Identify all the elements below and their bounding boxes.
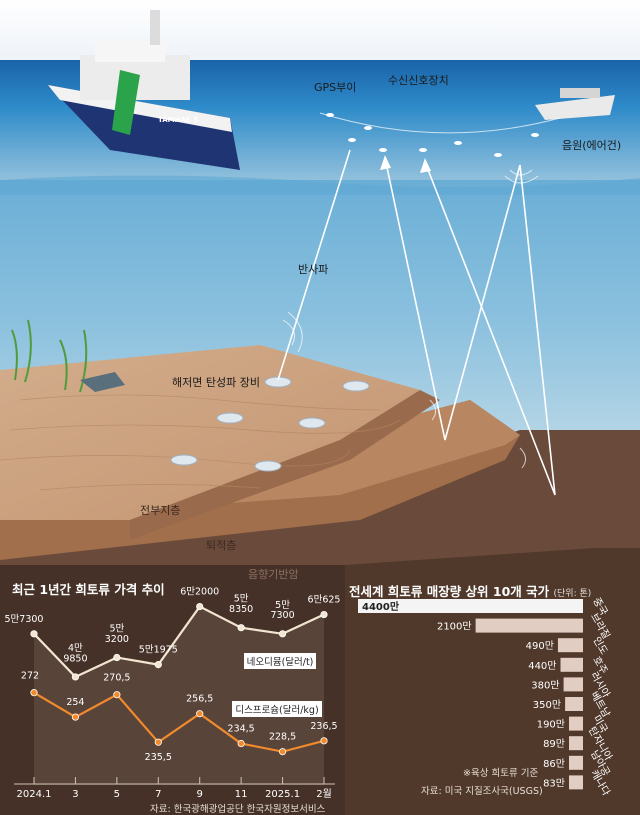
reserve-value-label: 380만 [531,679,559,691]
reserve-bar [560,657,583,672]
reserve-value-label: 86만 [543,758,565,770]
dysprosium-data-label: 234,5 [228,724,255,735]
towing-boat [535,88,615,120]
dysprosium-point [71,713,80,721]
reserve-value-label: 4400만 [362,600,400,613]
seafloor-devices [170,376,370,472]
reserves-chart-source: 자료: 미국 지질조사국(USGS) [421,786,543,797]
price-chart-title: 최근 1년간 희토류 가격 추이 [12,582,165,597]
neodymium-data-label: 6만2000 [180,587,219,598]
price-trend-chart: 최근 1년간 희토류 가격 추이 2024.1 3 5 7 9 11 2025.1 2월 5만7… [0,565,345,815]
gps-buoy-label: GPS부이 [314,81,357,94]
receiver-buoys [326,113,539,157]
dysprosium-point [237,739,245,748]
neodymium-data-label: 5만7300 [5,614,44,625]
survey-ship: TAMHAE 3 [48,10,240,170]
acoustic-basement-label: 음향기반암 [248,568,299,581]
neodymium-point [71,673,80,681]
dysprosium-point [30,689,38,697]
reserve-value-label: 190만 [537,719,565,731]
reserves-chart-unit: (단위: 톤) [553,589,592,599]
dysprosium-data-label: 256,5 [186,694,213,705]
reserves-chart-title: 전세계 희토류 매장량 상위 10개 국가 [349,584,550,599]
neodymium-data-label: 6만625 [308,595,341,606]
upper-layer-label: 전부지층 [140,504,181,517]
reserve-bar [569,775,583,790]
reserve-bar [563,677,583,692]
reserve-bar [565,697,583,711]
reserve-bar [358,599,583,613]
reserve-value-label: 440만 [528,660,556,672]
x-tick-label: 7 [155,789,161,800]
dysprosium-series-line [33,691,325,753]
reserve-bar [475,618,583,633]
ship-name: TAMHAE 3 [158,116,198,124]
x-tick-label: 3 [72,789,78,800]
price-area-fill [34,606,324,785]
neodymium-legend: 네오디뮴(달러/t) [244,653,316,669]
wave-rays [277,149,556,496]
neodymium-point [320,610,328,619]
reserve-bar [569,736,583,751]
x-tick-label: 9 [197,789,203,800]
reserve-value-label: 350만 [533,699,561,711]
reserve-value-label: 83만 [543,777,565,789]
seafloor-device-label: 해저면 탄성파 장비 [172,376,260,389]
neodymium-point [196,602,204,611]
dysprosium-point [196,710,204,718]
neodymium-point [237,624,245,632]
receiver-label: 수신신호장치 [388,74,449,87]
dysprosium-data-label: 254 [66,697,84,708]
dysprosium-point [154,738,162,746]
dysprosium-data-label: 236,5 [310,721,337,732]
reserve-value-label: 89만 [543,738,565,750]
sound-source-label: 음원(에어건) [562,139,622,152]
neodymium-point [113,653,121,662]
reserve-value-label: 2100만 [437,621,472,633]
stingray [80,372,125,392]
reserves-chart-note: ※육상 희토류 기준 [463,768,539,779]
dysprosium-point [320,737,328,745]
price-chart-source: 자료: 한국광해광업공단 한국자원정보서비스 [150,804,326,815]
legend-box [232,701,322,717]
dysprosium-data-label: 235,5 [145,752,172,763]
legend-label: 디스프로슘(달러/kg) [235,704,318,716]
x-tick-label: 2024.1 [17,789,52,800]
dysprosium-legend: 디스프로슘(달러/kg) [232,701,322,717]
x-tick-label: 5 [114,789,120,800]
dysprosium-point [278,748,287,756]
dysprosium-data-label: 270,5 [103,673,130,684]
seaweed [11,319,88,393]
x-tick-label: 2025.1 [265,789,300,800]
reserve-bar [557,638,583,653]
dysprosium-data-label: 228,5 [269,732,296,743]
neodymium-point [278,630,287,638]
reserve-value-label: 490만 [526,640,554,652]
legend-label: 네오디뮴(달러/t) [247,656,314,668]
reserve-bar [569,716,583,731]
dysprosium-data-label: 272 [21,671,39,682]
reflected-wave-label: 반사파 [298,263,329,276]
x-tick-label: 2월 [316,788,332,800]
neodymium-point [154,661,162,669]
legend-box [244,653,316,669]
dysprosium-point [113,691,121,699]
x-tick-label: 11 [235,789,248,800]
reserve-bar [569,755,583,770]
neodymium-series-line [33,605,325,679]
neodymium-point [30,630,38,638]
sediment-layer-label: 퇴적층 [206,539,237,552]
neodymium-data-label: 5만1975 [139,645,178,656]
